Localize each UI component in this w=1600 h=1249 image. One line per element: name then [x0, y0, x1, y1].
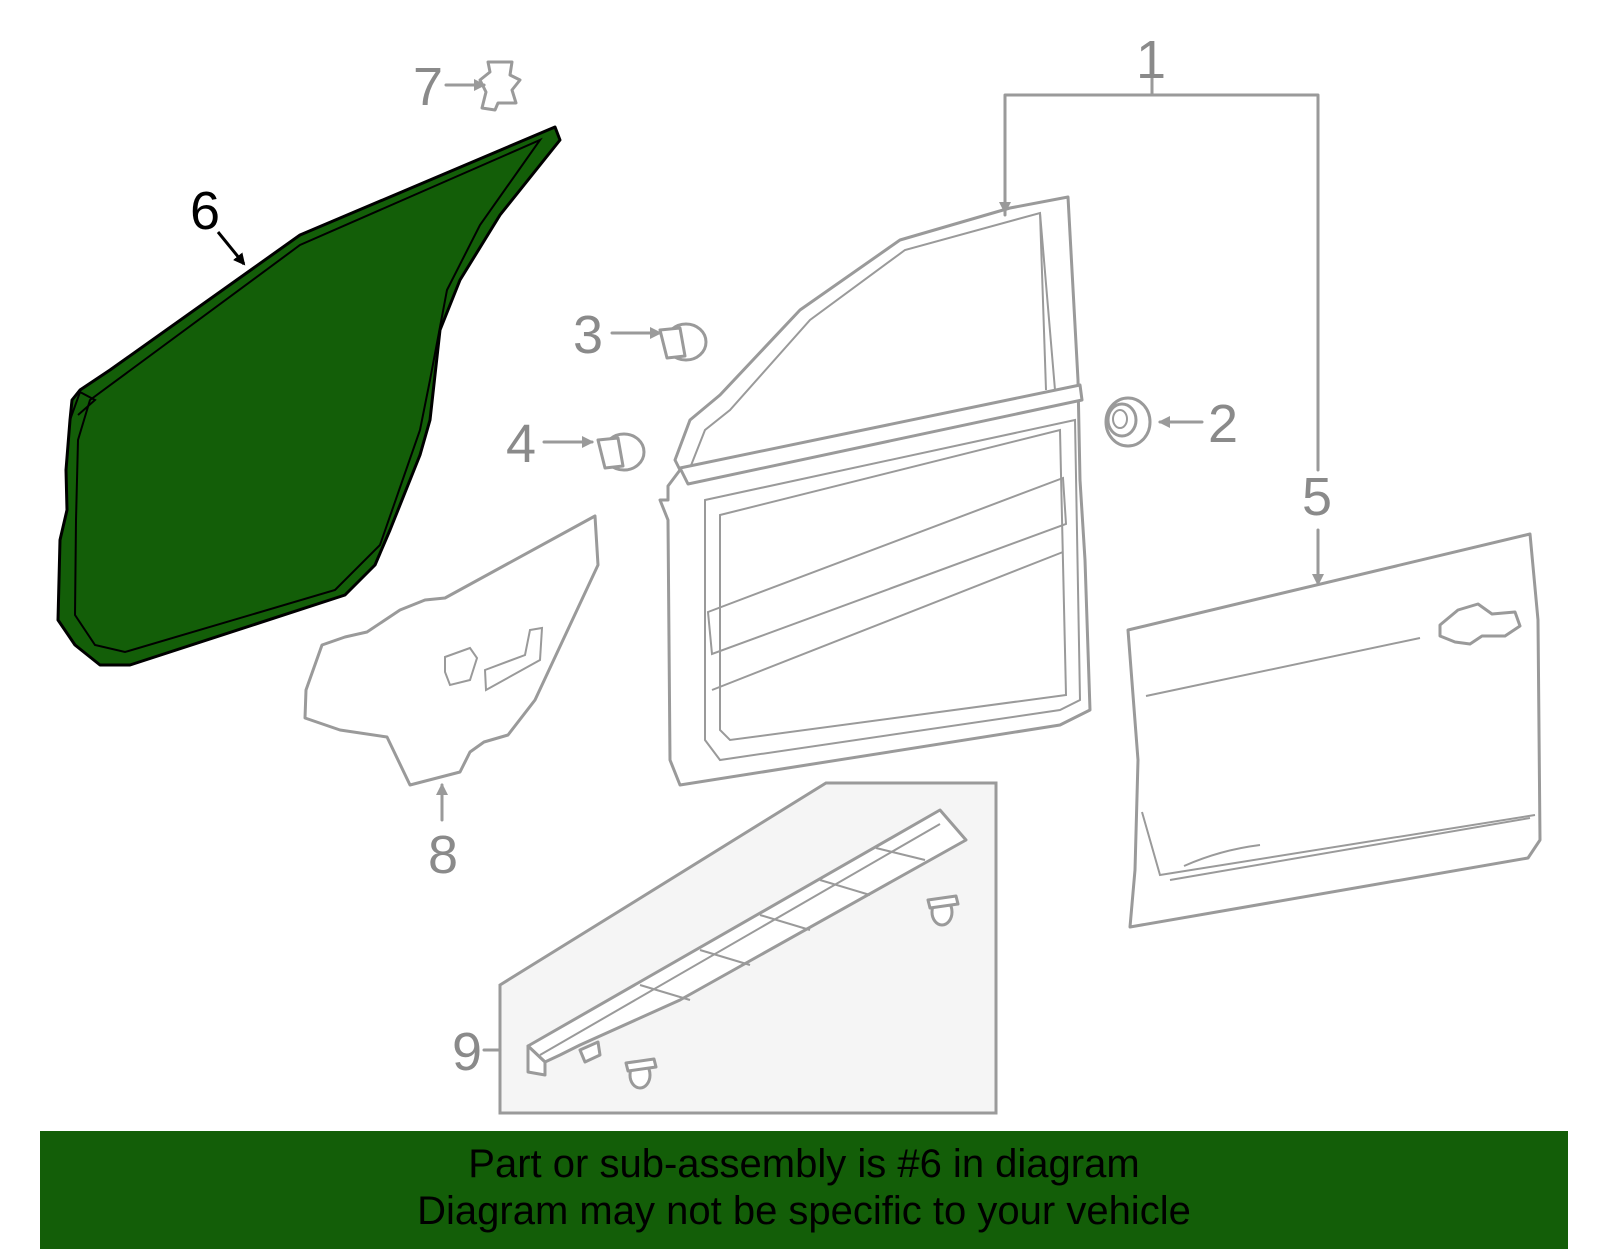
- part-9-clip-right: [926, 894, 960, 927]
- label-1-bracket: [1003, 93, 1320, 472]
- label-6-leader: [216, 231, 246, 266]
- label-7: 7: [413, 57, 443, 117]
- label-5: 5: [1302, 467, 1332, 527]
- part-9-clip-left: [624, 1057, 658, 1090]
- part-2-grommet[interactable]: [1104, 396, 1152, 448]
- part-6-door-weatherstrip[interactable]: [56, 125, 562, 667]
- part-9-inset[interactable]: [498, 781, 998, 1115]
- banner-line-1: Part or sub-assembly is #6 in diagram: [468, 1142, 1140, 1186]
- label-4: 4: [506, 414, 536, 474]
- part-8-service-hole-cover[interactable]: [303, 514, 600, 787]
- part-1-door-shell[interactable]: [658, 195, 1092, 787]
- part-7-clip[interactable]: [478, 60, 522, 112]
- part-5-outer-panel[interactable]: [1126, 532, 1542, 929]
- part-4-plug[interactable]: [596, 432, 646, 472]
- label-3: 3: [573, 305, 603, 365]
- part-3-plug[interactable]: [658, 322, 708, 362]
- label-8: 8: [428, 825, 458, 885]
- info-banner: Part or sub-assembly is #6 in diagram Di…: [40, 1131, 1568, 1249]
- label-9: 9: [452, 1022, 482, 1082]
- banner-line-2: Diagram may not be specific to your vehi…: [417, 1189, 1191, 1233]
- label-2: 2: [1208, 394, 1238, 454]
- label-1: 1: [1136, 30, 1166, 90]
- label-6: 6: [190, 181, 220, 241]
